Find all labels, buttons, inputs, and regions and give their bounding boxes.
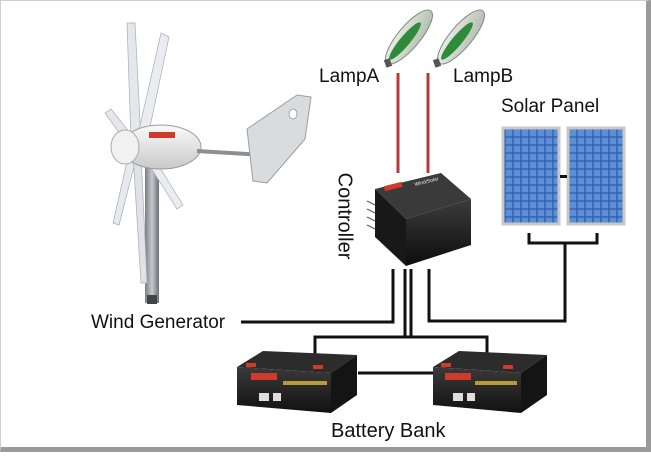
lampB-icon bbox=[432, 9, 485, 68]
wire-wind-to-controller bbox=[241, 269, 395, 324]
wire-battery-bus bbox=[313, 335, 489, 361]
solar-panel-right bbox=[566, 126, 626, 226]
wire-solar-to-controller bbox=[527, 233, 599, 245]
wiring bbox=[241, 233, 599, 375]
controller-label: Controller bbox=[332, 172, 355, 260]
wire-solar-drop bbox=[427, 243, 567, 323]
solar-panel-left bbox=[501, 126, 561, 226]
solar-panel-icon bbox=[501, 126, 626, 226]
battery-bank-label: Battery Bank bbox=[331, 420, 446, 442]
wind-generator-label: Wind Generator bbox=[91, 312, 226, 333]
controller-icon: Wind/Solar bbox=[366, 173, 471, 266]
lampB-label: LampB bbox=[453, 66, 514, 87]
lampA-label: LampA bbox=[319, 66, 380, 87]
turbine-pole bbox=[145, 151, 159, 303]
turbine-tail-fin bbox=[246, 94, 312, 184]
controller-title: Wind/Solar bbox=[414, 176, 440, 188]
lamp-wires bbox=[396, 73, 430, 173]
solar-panel-label: Solar Panel bbox=[501, 96, 600, 117]
battery-icon bbox=[237, 351, 357, 413]
battery-icon bbox=[433, 351, 547, 413]
wind-turbine-icon bbox=[104, 22, 312, 304]
lampA-icon bbox=[383, 9, 433, 68]
